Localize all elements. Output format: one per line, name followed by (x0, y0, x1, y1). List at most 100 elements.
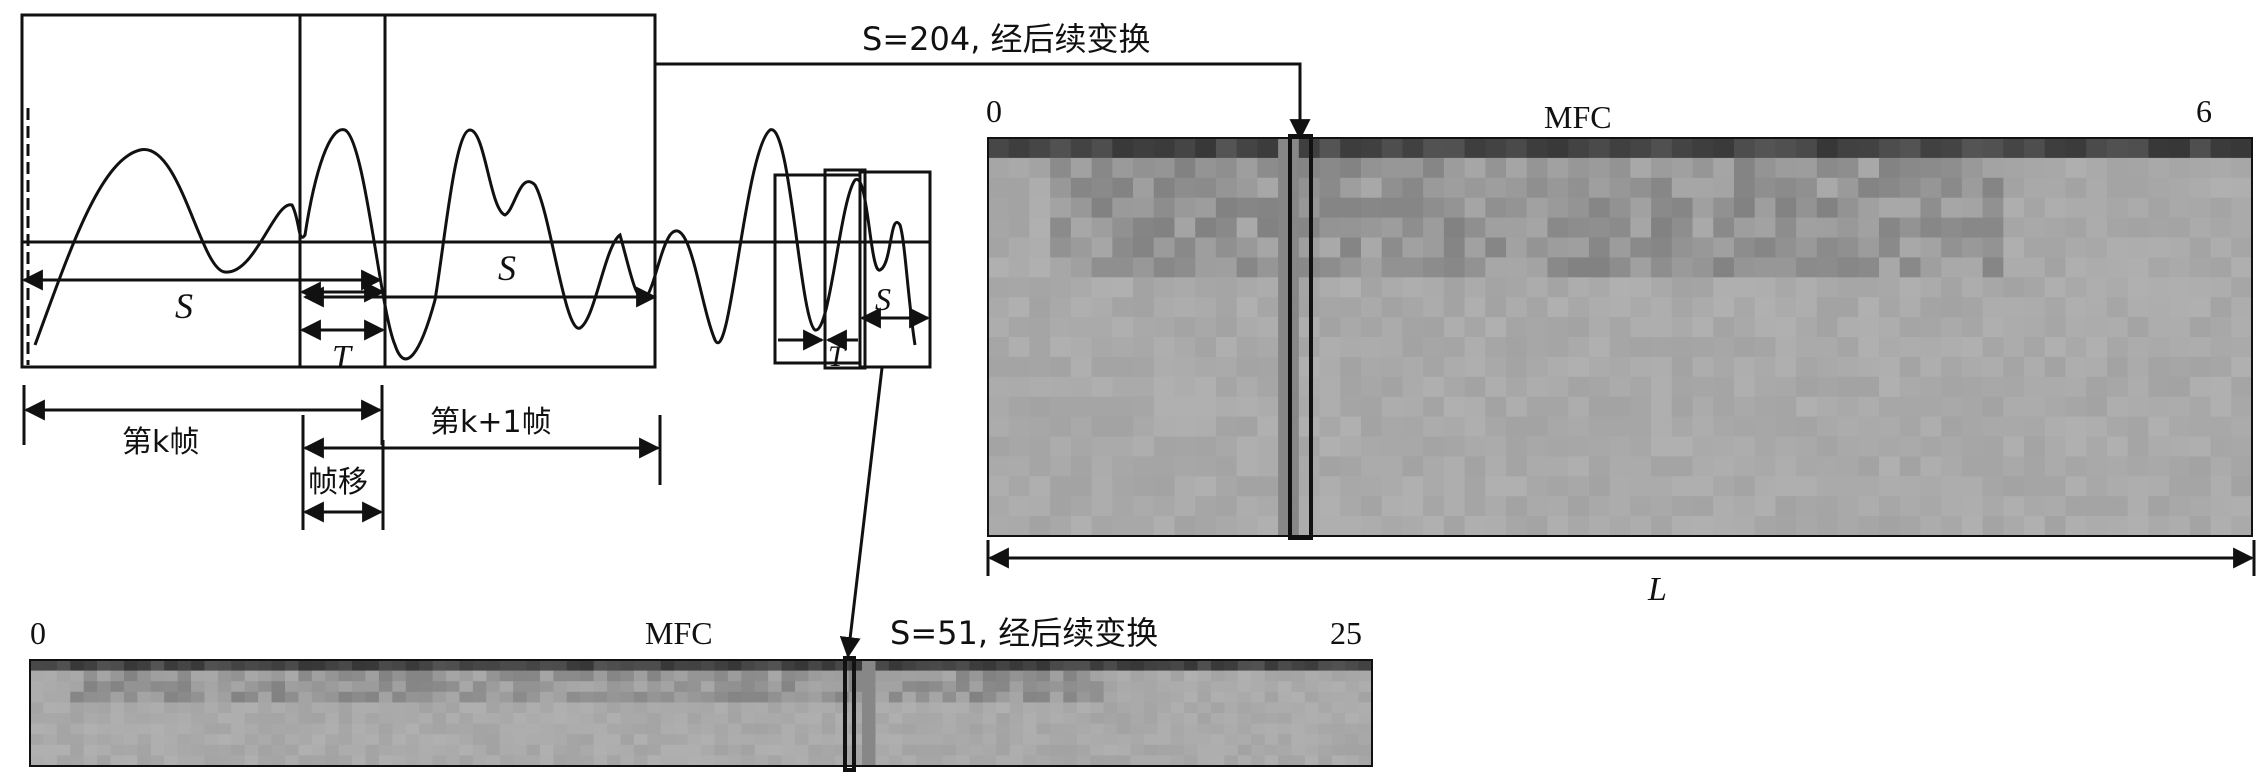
spectrogram-cell (43, 670, 58, 682)
spectrogram-cell (2086, 277, 2108, 298)
spectrogram-cell (1153, 297, 1176, 318)
spectrogram-cell (2044, 317, 2067, 338)
spectrogram-cell (2231, 396, 2253, 418)
spectrogram-cell (1076, 755, 1091, 767)
spectrogram-cell (1157, 744, 1172, 756)
spectrogram-cell (2086, 376, 2108, 398)
spectrogram-cell (2086, 436, 2108, 457)
spectrogram-cell (768, 723, 783, 735)
spectrogram-cell (432, 691, 447, 703)
spectrogram-cell (110, 744, 125, 756)
spectrogram-cell (1816, 356, 1839, 378)
spectrogram-cell (1153, 496, 1176, 517)
spectrogram-cell (1941, 496, 1963, 517)
spectrogram-cell (996, 660, 1011, 672)
spectrogram-cell (1130, 660, 1145, 672)
spectrogram-cell (1319, 436, 1341, 457)
spectrogram-cell (1340, 476, 1362, 497)
spectrogram-cell (1331, 660, 1346, 672)
spectrogram-cell (1304, 660, 1319, 672)
spectrogram-cell (191, 702, 206, 714)
spectrogram-cell (1195, 177, 1217, 199)
spectrogram-cell (1982, 337, 2004, 358)
spectrogram-cell (1133, 157, 1155, 179)
spectrogram-cell (1609, 337, 1631, 358)
spectrogram-cell (955, 702, 970, 714)
spectrogram-cell (566, 734, 581, 746)
spectrogram-cell (1671, 197, 1694, 219)
spectrogram-cell (1063, 734, 1078, 746)
spectrogram-cell (781, 691, 796, 703)
spectrogram-cell (1837, 416, 1859, 438)
spectrogram-cell (1402, 177, 1424, 199)
spectrogram-cell (969, 713, 984, 725)
spectrogram-cell (1195, 416, 1217, 438)
spectrogram-cell (2169, 337, 2191, 358)
spectrogram-cell (1671, 297, 1694, 318)
spectrogram-cell (1526, 138, 1549, 159)
spectrogram-cell (674, 734, 689, 746)
spectrogram-cell (472, 702, 487, 714)
spectrogram-cell (1692, 217, 1714, 239)
spectrogram-cell (1318, 702, 1333, 714)
spectrogram-cell (580, 681, 595, 693)
spectrogram-cell (1008, 337, 1031, 358)
spectrogram-cell (674, 723, 689, 735)
spectrogram-cell (1008, 317, 1031, 338)
spectrogram-cell (164, 691, 179, 703)
spectrogram-cell (1331, 723, 1346, 735)
spectrogram-cell (1278, 744, 1293, 756)
spectrogram-cell (539, 702, 554, 714)
spectrogram-cell (123, 755, 138, 767)
spectrogram-cell (1485, 277, 1507, 298)
spectrogram-cell (378, 744, 393, 756)
spectrogram-cell (472, 670, 487, 682)
spectrogram-cell (1345, 702, 1360, 714)
spectrogram-cell (1692, 376, 1714, 398)
spectrogram-cell (2210, 138, 2232, 159)
spectrogram-cell (164, 702, 179, 714)
spectrogram-cell (1630, 138, 1652, 159)
spectrogram-cell (1609, 516, 1631, 537)
spectrogram-cell (1319, 456, 1341, 477)
spectrogram-cell (392, 681, 407, 693)
spectrogram-cell (1961, 297, 1984, 318)
spectrogram-cell (1588, 456, 1611, 477)
spectrogram-cell (1091, 496, 1113, 517)
spectrogram-cell (1153, 396, 1176, 418)
spectrogram-cell (70, 681, 85, 693)
spectrogram-cell (835, 681, 850, 693)
spectrogram-cell (2086, 496, 2108, 517)
spectrogram-cell (580, 744, 595, 756)
spectrogram-cell (2148, 376, 2170, 398)
spectrogram-cell (1157, 713, 1172, 725)
spectrogram-cell (875, 713, 890, 725)
spectrogram-cell (862, 681, 877, 693)
spectrogram-cell (1360, 396, 1383, 418)
spectrogram-cell (1197, 681, 1212, 693)
spectrogram-cell (43, 702, 58, 714)
spectrogram-cell (271, 713, 286, 725)
spectrogram-cell (486, 681, 501, 693)
spectrogram-cell (1402, 376, 1424, 398)
spectrogram-cell (137, 670, 152, 682)
spectrogram-cell (2189, 217, 2212, 239)
spectrogram-cell (1961, 476, 1984, 497)
spectrogram-cell (150, 723, 165, 735)
spectrogram-cell (2210, 317, 2232, 338)
spectrogram-cell (2003, 436, 2025, 457)
spectrogram-cell (1464, 277, 1486, 298)
spectrogram-cell (1588, 416, 1611, 438)
spectrogram-cell (1381, 217, 1404, 239)
spectrogram-cell (1630, 396, 1652, 418)
spectrogram-cell (2044, 436, 2067, 457)
spectrogram-cell (1195, 456, 1217, 477)
spectrogram-cell (1112, 277, 1134, 298)
spectrogram-cell (1090, 691, 1105, 703)
spectrogram-cell (1506, 197, 1528, 219)
spectrogram-cell (2169, 297, 2191, 318)
spectrogram-cell (2169, 356, 2191, 378)
spectrogram-cell (1568, 337, 1590, 358)
spectrogram-cell (768, 734, 783, 746)
spectrogram-cell (231, 681, 246, 693)
